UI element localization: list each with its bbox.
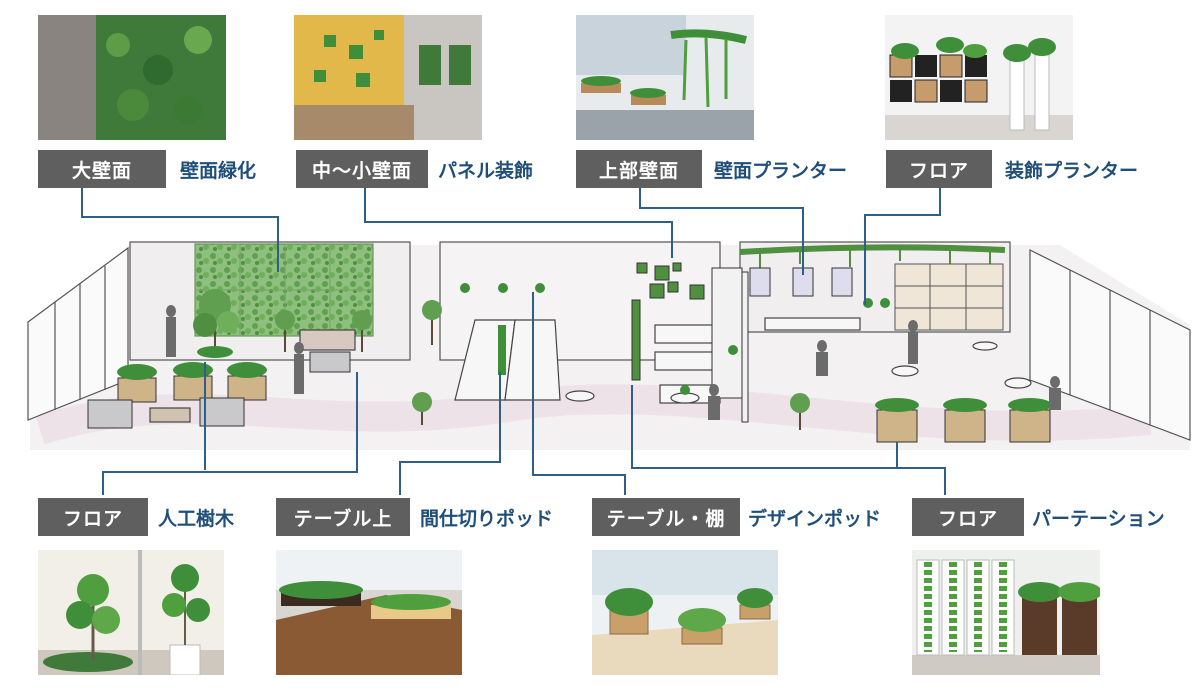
sofas xyxy=(87,351,351,429)
tag-floor-trees: フロア xyxy=(38,498,148,536)
tag-floor-top: フロア xyxy=(886,150,992,188)
wall-panels xyxy=(636,262,705,300)
shelf xyxy=(894,263,1004,331)
photo-decorative-planter xyxy=(885,15,1073,140)
label-design-pod: デザインポッド xyxy=(748,507,882,530)
photo-partition xyxy=(912,550,1100,675)
tag-table-shelf: テーブル・棚 xyxy=(592,498,740,536)
artificial-trees xyxy=(193,289,810,430)
photo-large-wall-greenery xyxy=(38,15,226,140)
tag-large-wall: 大壁面 xyxy=(38,150,166,188)
tag-floor-partition: フロア xyxy=(912,498,1024,536)
people xyxy=(166,305,1061,420)
table-pots xyxy=(460,283,890,395)
label-artificial-tree: 人工樹木 xyxy=(158,507,235,530)
tag-tabletop: テーブル上 xyxy=(276,498,410,536)
tag-upper-wall: 上部壁面 xyxy=(576,150,702,188)
leader-lines xyxy=(81,188,946,495)
photo-partition-pod xyxy=(276,550,462,675)
label-partition-pod: 間仕切りポッド xyxy=(420,507,554,530)
label-wall-greening: 壁面緑化 xyxy=(180,159,257,182)
label-panel-decoration: パネル装飾 xyxy=(438,159,534,182)
upper-wall-planter xyxy=(739,244,1006,297)
partitions xyxy=(631,267,749,423)
tag-mid-small-wall: 中～小壁面 xyxy=(296,150,428,188)
label-wall-planter: 壁面プランター xyxy=(714,159,848,182)
label-partition: パーテーション xyxy=(1032,507,1165,530)
photo-upper-wall-planter xyxy=(576,15,754,140)
right-windows xyxy=(1029,249,1191,441)
photo-artificial-tree xyxy=(38,550,224,675)
tables xyxy=(149,317,1032,423)
label-decorative-planter: 装飾プランター xyxy=(1005,159,1139,182)
left-windows xyxy=(27,246,129,421)
photo-panel-decoration xyxy=(294,15,482,140)
photo-design-pod xyxy=(592,550,778,675)
